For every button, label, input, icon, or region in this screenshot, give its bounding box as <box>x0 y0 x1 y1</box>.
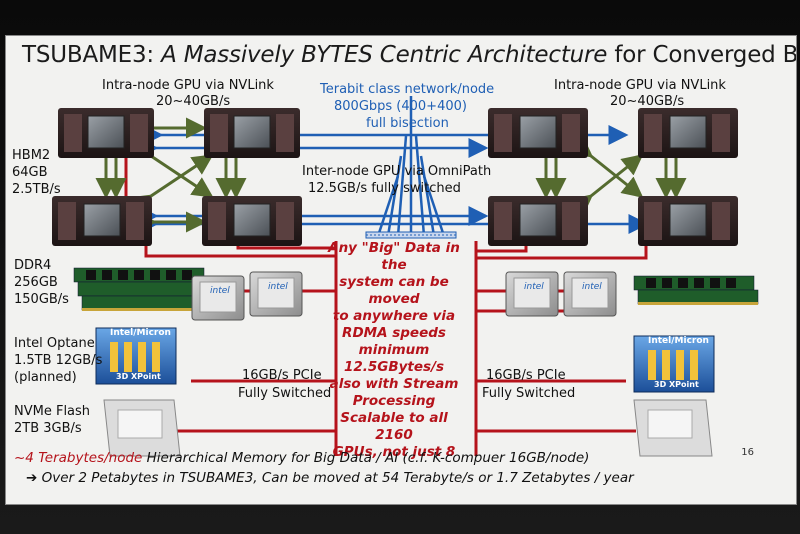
title-part-2: for Converged BD/AI and HPC <box>614 42 796 68</box>
center-line-7: also with Stream <box>329 376 459 392</box>
slide-title: TSUBAME3: A Massively BYTES Centric Arch… <box>22 42 796 68</box>
inter-node-label-1: Inter-node GPU via OmniPath <box>302 164 492 179</box>
gpu-board-br <box>638 196 738 246</box>
cpu-left-1-brand: intel <box>210 286 230 296</box>
nvme-label-1: NVMe Flash <box>14 404 91 419</box>
pcie-right-label-1: 16GB/s PCIe <box>486 368 566 383</box>
intra-node-label-right: Intra-node GPU via NVLink <box>554 78 726 93</box>
optane-right-bottom-text: 3D XPoint <box>654 380 699 389</box>
footer-line-1-rest: Hierarchical Memory for Big Data / AI (c… <box>142 450 590 466</box>
cpu-left-2-brand: intel <box>268 282 288 292</box>
gpu-board-bl-right <box>488 196 588 246</box>
center-line-8: Processing <box>352 393 436 409</box>
center-line-5: minimum <box>358 342 430 358</box>
cpu-right-2-brand: intel <box>582 282 602 292</box>
optane-label-1: Intel Optane <box>14 336 95 351</box>
optane-xpoint-right <box>633 335 715 393</box>
optane-left-top-text: Intel/Micron <box>110 328 171 338</box>
footer-line-2: ➔ Over 2 Petabytes in TSUBAME3, Can be m… <box>26 470 634 486</box>
gpu-board-tr <box>638 108 738 158</box>
pcie-left-label-2: Fully Switched <box>238 386 332 401</box>
nvlink-lines <box>95 117 687 233</box>
cpu-left-1 <box>191 275 245 321</box>
center-line-9: Scalable to all 2160 <box>340 410 448 443</box>
gpu-board-tr-left <box>204 108 300 158</box>
cpu-right-1-brand: intel <box>524 282 544 292</box>
title-part-1: TSUBAME3: <box>22 42 162 68</box>
gpu-board-br-left <box>202 196 302 246</box>
center-line-10: GPUs, not just 8 <box>332 444 456 460</box>
hbm-label-2: 64GB <box>12 165 48 180</box>
ddr4-dimm-right <box>633 275 759 305</box>
page-number: 16 <box>741 447 754 458</box>
nvme-ssd-right <box>633 399 713 457</box>
hbm-label-1: HBM2 <box>12 148 51 163</box>
optane-left-bottom-text: 3D XPoint <box>116 372 161 381</box>
inter-node-label-2: 12.5GB/s fully switched <box>308 181 461 196</box>
hbm-label-3: 2.5TB/s <box>12 182 61 197</box>
terabit-label-1: Terabit class network/node <box>320 82 495 97</box>
center-line-3: to anywhere via <box>332 308 456 324</box>
nvme-ssd-left <box>103 399 181 457</box>
ddr-label-1: DDR4 <box>14 258 52 273</box>
cpu-left-2 <box>249 271 303 317</box>
gpu-board-tl-right <box>488 108 588 158</box>
optane-label-2: 1.5TB 12GB/s <box>14 353 103 368</box>
cpu-right-1 <box>505 271 559 317</box>
gpu-board-bl <box>52 196 152 246</box>
terabit-label-3: full bisection <box>366 116 449 131</box>
terabit-label-2: 800Gbps (400+400) <box>334 99 467 114</box>
cpu-right-2 <box>563 271 617 317</box>
center-line-6: 12.5GBytes/s <box>343 359 445 375</box>
ddr-label-3: 150GB/s <box>14 292 69 307</box>
gpu-board-tl <box>58 108 154 158</box>
footer-line-1: ~4 Terabytes/node Hierarchical Memory fo… <box>14 450 589 466</box>
architecture-diagram <box>52 96 759 457</box>
center-line-2: system can be moved <box>339 274 449 307</box>
center-line-1: Any "Big" Data in the <box>328 240 460 273</box>
optane-xpoint-left <box>95 327 177 385</box>
footer-highlight: ~4 Terabytes/node <box>14 450 143 466</box>
pcie-left-label-1: 16GB/s PCIe <box>242 368 322 383</box>
slide: TSUBAME3: A Massively BYTES Centric Arch… <box>6 36 796 504</box>
pcie-right-label-2: Fully Switched <box>482 386 576 401</box>
intra-node-label-left: Intra-node GPU via NVLink <box>102 78 274 93</box>
intra-node-bw-right: 20~40GB/s <box>610 94 685 109</box>
ddr-label-2: 256GB <box>14 275 58 290</box>
network-switch <box>365 231 457 239</box>
center-line-4: RDMA speeds <box>342 325 446 341</box>
optane-right-top-text: Intel/Micron <box>648 336 709 346</box>
ddr4-dimm-left <box>73 267 213 311</box>
intra-node-bw-left: 20~40GB/s <box>156 94 231 109</box>
center-message: Any "Big" Data in the system can be move… <box>324 240 464 461</box>
optane-label-3: (planned) <box>14 370 77 385</box>
nvme-label-2: 2TB 3GB/s <box>14 421 82 436</box>
title-italic: A Massively BYTES Centric Architecture <box>161 42 608 68</box>
